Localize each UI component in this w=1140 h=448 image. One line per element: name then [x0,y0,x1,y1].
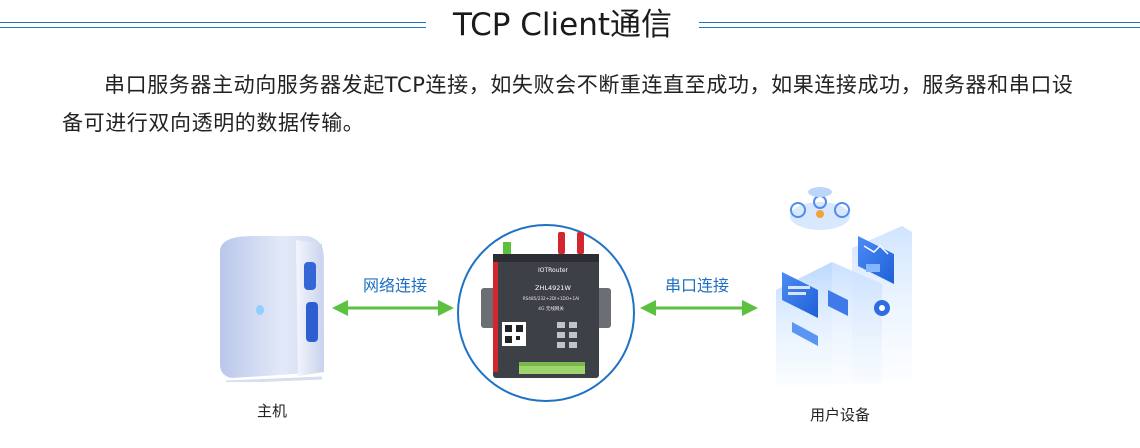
user-device-label: 用户设备 [809,406,870,424]
user-device-node [762,180,922,390]
user-equipment-icon [776,187,912,385]
server-tower-icon [220,236,324,384]
device-type: 4G 无线网关 [538,305,564,312]
page-title: TCP Client通信 [452,7,673,43]
gateway-node: IOTRouter ZHL4921W RS485/232+2DI+1DO+1AI… [455,222,637,404]
title-rule-left [0,22,426,29]
host-label: 主机 [256,402,287,420]
bidirectional-arrow-serial [640,300,758,316]
router-device-icon: IOTRouter ZHL4921W RS485/232+2DI+1DO+1AI… [457,224,635,402]
description-text: 串口服务器主动向服务器发起TCP连接，如失败会不断重连直至成功，如果连接成功，服… [62,73,1074,135]
link-label-network: 网络连接 [362,276,427,295]
device-model: ZHL4921W [535,284,572,292]
bidirectional-arrow-network [332,300,454,316]
device-ports: RS485/232+2DI+1DO+1AI [523,296,580,301]
link-label-serial: 串口连接 [664,276,729,295]
host-node [212,232,332,384]
title-rule-right [699,22,1140,29]
device-brand: IOTRouter [538,267,569,274]
section-header: TCP Client通信 [0,0,1140,52]
